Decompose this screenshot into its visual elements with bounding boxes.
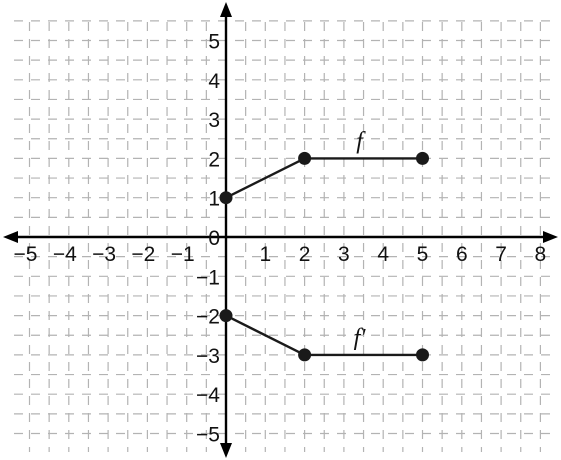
x-tick-label: 1: [259, 243, 271, 266]
x-axis-right-arrow: [543, 231, 558, 243]
x-tick-label: −3: [92, 243, 116, 266]
y-tick-label: −4: [196, 384, 220, 407]
y-tick-label: 1: [208, 188, 220, 211]
x-axis-left-arrow: [3, 231, 18, 243]
series: f f': [219, 128, 429, 362]
grid: [14, 20, 552, 452]
y-axis-down-arrow: [220, 443, 232, 458]
series-label: f: [356, 128, 366, 154]
x-tick-label: 8: [535, 243, 547, 266]
y-tick-label: 4: [208, 70, 220, 93]
data-point: [298, 348, 312, 362]
y-tick-label: 3: [208, 109, 220, 132]
x-tick-label: −1: [171, 243, 195, 266]
x-tick-label: 3: [338, 243, 350, 266]
y-tick-label: 2: [208, 148, 220, 171]
y-axis-up-arrow: [220, 2, 232, 17]
data-point: [416, 348, 429, 362]
x-tick-label: −2: [131, 243, 155, 266]
x-tick-label: 7: [495, 243, 507, 266]
x-tick-label: −5: [14, 243, 38, 266]
x-tick-label: 2: [299, 243, 311, 266]
y-tick-label: −2: [196, 306, 220, 329]
y-tick-label: −5: [196, 424, 220, 447]
tick-labels: −5 −4 −3 −2 −1 1 2 3 4 5 6 7 8 5 4 3 2 1 0 −1 −2 −3 −4 −5: [14, 31, 547, 447]
data-point: [416, 151, 429, 165]
series-label: f': [354, 325, 367, 351]
y-tick-label: 5: [208, 31, 220, 54]
axes: [3, 2, 558, 458]
x-tick-label: −4: [53, 243, 77, 266]
y-tick-label: 0: [208, 227, 220, 250]
data-point: [219, 191, 233, 205]
data-point: [298, 151, 312, 165]
y-tick-label: −1: [196, 266, 220, 289]
x-tick-label: 5: [417, 243, 429, 266]
x-tick-label: 6: [456, 243, 468, 266]
y-tick-label: −3: [196, 345, 220, 368]
x-tick-label: 4: [377, 243, 389, 266]
data-point: [219, 309, 233, 323]
